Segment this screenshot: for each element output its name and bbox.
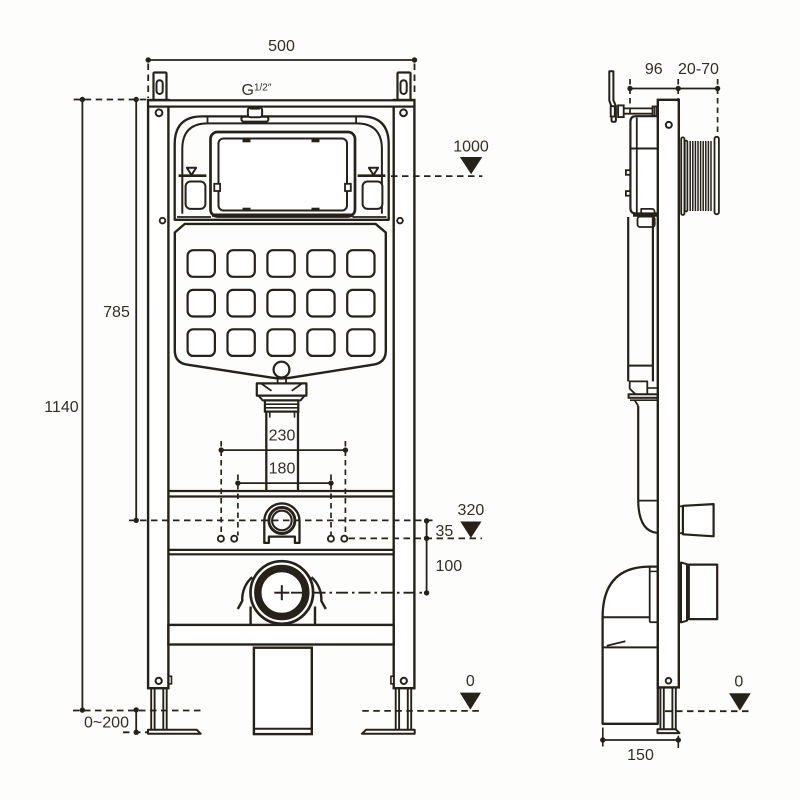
svg-text:500: 500	[268, 38, 295, 55]
svg-text:100: 100	[436, 558, 463, 575]
svg-text:1140: 1140	[44, 399, 79, 416]
svg-text:320: 320	[458, 502, 485, 519]
svg-text:0: 0	[734, 674, 743, 691]
svg-text:1000: 1000	[453, 138, 489, 155]
svg-text:230: 230	[269, 427, 296, 444]
svg-text:785: 785	[103, 304, 130, 321]
svg-text:35: 35	[436, 523, 454, 540]
svg-text:20-70: 20-70	[678, 61, 719, 78]
svg-text:0~200: 0~200	[84, 714, 129, 731]
svg-text:96: 96	[645, 61, 663, 78]
svg-text:150: 150	[627, 747, 654, 764]
svg-text:180: 180	[269, 460, 296, 477]
svg-text:0: 0	[466, 673, 475, 690]
